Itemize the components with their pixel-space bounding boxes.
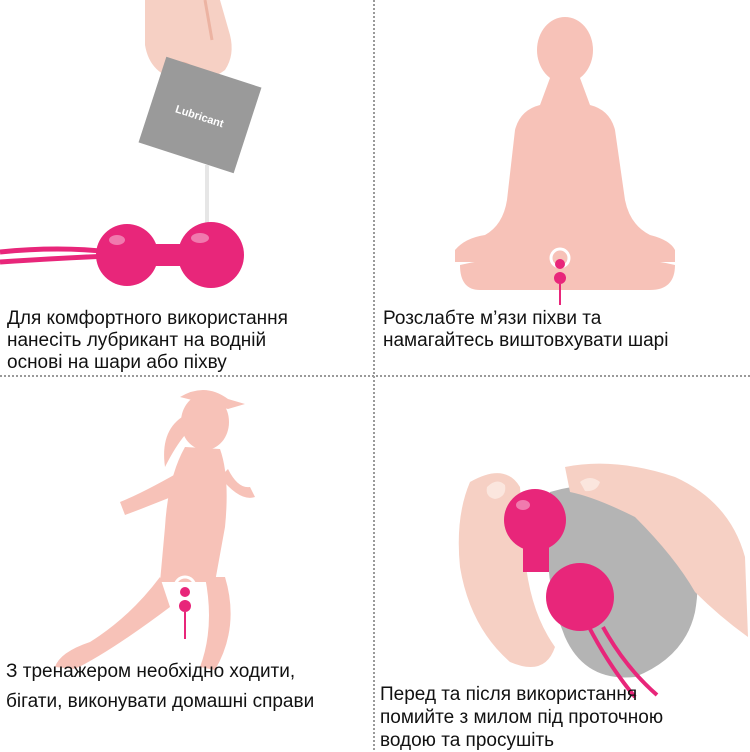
caption-line: бігати, виконувати домашні справи bbox=[6, 691, 315, 712]
caption-line: Для комфортного використання bbox=[7, 308, 288, 329]
horizontal-divider bbox=[0, 375, 750, 377]
caption-line: намагайтесь виштовхувати шарі bbox=[383, 330, 669, 351]
caption-line: З тренажером необхідно ходити, bbox=[6, 661, 296, 682]
caption-line: Розслабте м’язи піхви та bbox=[383, 308, 602, 329]
running-figure-icon bbox=[55, 389, 255, 670]
panel-daily-activity: З тренажером необхідно ходити, бігати, в… bbox=[0, 377, 373, 752]
caption-line: основі на шари або піхву bbox=[7, 352, 227, 373]
caption-apply-lubricant: Для комфортного використання нанесіть лу… bbox=[7, 308, 288, 374]
hands-washing-balls-icon bbox=[458, 463, 748, 699]
caption-relax-muscles: Розслабте м’язи піхви та намагайтесь виш… bbox=[383, 308, 668, 352]
caption-wash-and-dry: Перед та після використання помийте з ми… bbox=[380, 683, 663, 752]
caption-line: нанесіть лубрикант на водній bbox=[7, 330, 267, 351]
caption-line: Перед та після використання bbox=[380, 684, 638, 705]
caption-daily-activity: З тренажером необхідно ходити, бігати, в… bbox=[6, 657, 314, 717]
hand-applying-lubricant-icon: Lubricant bbox=[0, 0, 262, 288]
meditating-figure-icon bbox=[455, 17, 675, 305]
panel-relax-muscles: Розслабте м’язи піхви та намагайтесь виш… bbox=[375, 0, 748, 375]
caption-line: водою та просушіть bbox=[380, 730, 555, 751]
panel-wash-and-dry: Перед та після використання помийте з ми… bbox=[375, 377, 748, 752]
caption-line: помийте з милом під проточною bbox=[380, 707, 664, 728]
panel-apply-lubricant: Lubricant Для комфортного використання н… bbox=[0, 0, 373, 375]
